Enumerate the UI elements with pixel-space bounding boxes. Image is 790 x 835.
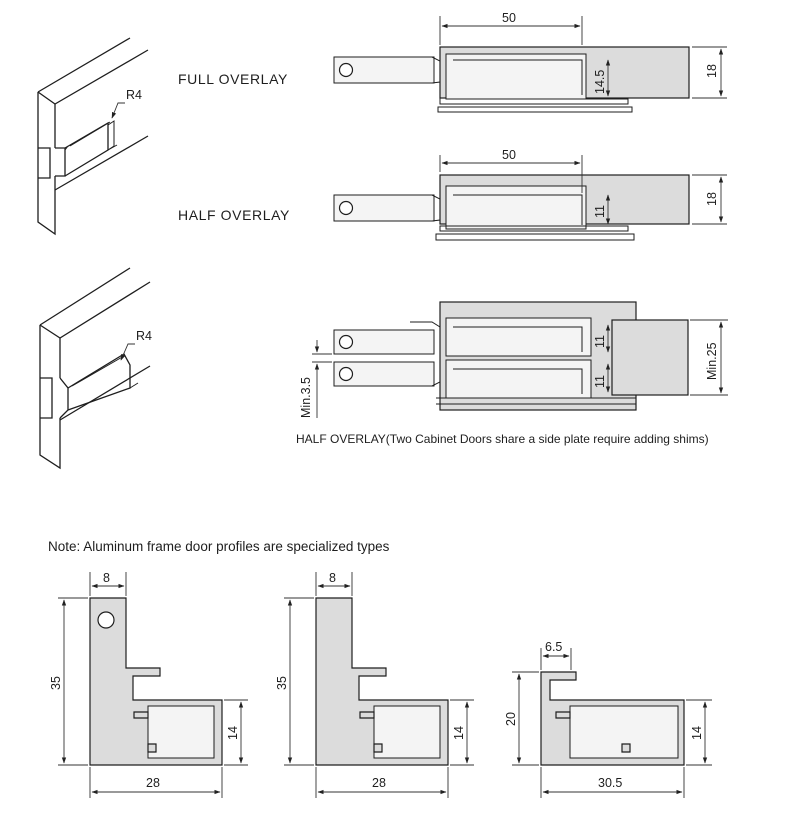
dim-min-3-5: Min.3.5	[299, 377, 313, 418]
profile-3-dim-left: 20	[504, 712, 518, 726]
half-overlay-hinge-drawing	[333, 174, 690, 241]
profile-2-dim-top: 8	[329, 571, 336, 585]
dim-full-50: 50	[502, 11, 516, 25]
radius-r4-bottom: R4	[136, 329, 152, 343]
profile-2-dim-right: 14	[452, 726, 466, 740]
slotted-panel-illustration-bottom	[39, 267, 151, 470]
profile-3-dim-bottom: 30.5	[598, 776, 622, 790]
half-overlay-dimensions: 50 11 18	[439, 148, 727, 225]
profile-1-dim-top: 8	[103, 571, 110, 585]
shared-plate-hinge-drawing	[333, 301, 689, 411]
dim-half-50: 50	[502, 148, 516, 162]
radius-r4-top: R4	[126, 88, 142, 102]
slotted-panel-illustration-top	[37, 37, 149, 236]
profile-1-dim-right: 14	[226, 726, 240, 740]
full-overlay-label: FULL OVERLAY	[178, 71, 288, 87]
dim-shared-11-bottom: 11	[593, 375, 607, 388]
corner-radius-label-top: R4	[111, 88, 142, 119]
profile-1-dim-bottom: 28	[146, 776, 160, 790]
full-overlay-hinge-drawing	[333, 46, 690, 113]
profile-2-dimensions: 8 35 14 28	[275, 571, 474, 798]
aluminum-profile-2	[315, 597, 449, 766]
profile-2-dim-bottom: 28	[372, 776, 386, 790]
corner-radius-label-bottom: R4	[120, 329, 152, 361]
profile-3-dimensions: 6.5 20 14 30.5	[504, 640, 712, 798]
aluminum-profile-note: Note: Aluminum frame door profiles are s…	[48, 539, 390, 554]
profile-3-dim-top: 6.5	[545, 640, 562, 654]
dim-shared-11-top: 11	[593, 335, 607, 348]
profile-1-dim-left: 35	[49, 676, 63, 690]
profile-1-dimensions: 8 35 14 28	[49, 571, 248, 798]
full-overlay-dimensions: 50 14.5 18	[439, 11, 727, 99]
half-overlay-label: HALF OVERLAY	[178, 207, 290, 223]
dim-half-11: 11	[593, 205, 607, 218]
aluminum-profile-3	[540, 671, 685, 766]
profile-3-dim-right: 14	[690, 726, 704, 740]
aluminum-profile-1	[89, 597, 223, 766]
shared-plate-dimensions: Min.3.5 11 11 Min.25	[299, 319, 728, 418]
profile-2-dim-left: 35	[275, 676, 289, 690]
dim-full-18: 18	[705, 64, 719, 78]
dim-full-14-5: 14.5	[593, 70, 607, 94]
two-doors-caption: HALF OVERLAY(Two Cabinet Doors share a s…	[296, 432, 709, 446]
dim-min-25: Min.25	[705, 342, 719, 380]
dim-half-18: 18	[705, 192, 719, 206]
